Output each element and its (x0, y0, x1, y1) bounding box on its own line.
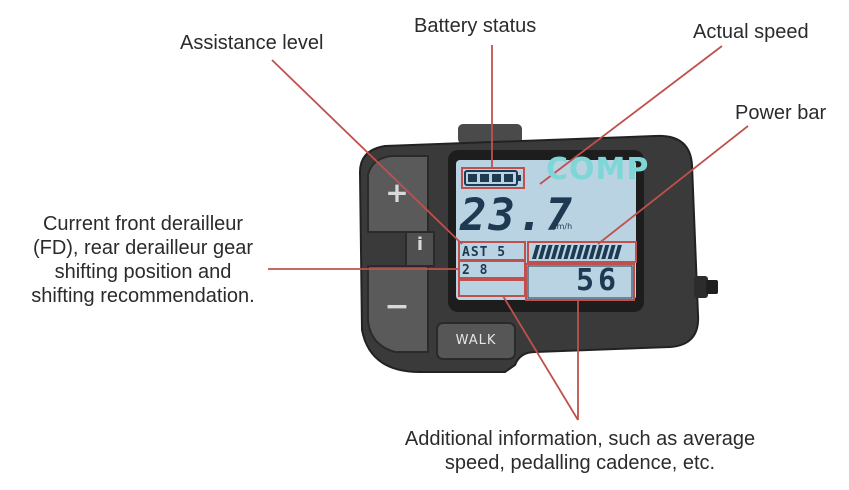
speed-unit: km/h (552, 222, 573, 231)
gear-readout: 2 8 (462, 263, 489, 278)
button-plus[interactable] (367, 155, 429, 233)
plus-icon[interactable]: + (385, 176, 409, 209)
brand-logo: COMP (546, 152, 650, 187)
button-walk[interactable] (436, 322, 516, 360)
power-segment (588, 245, 597, 259)
battery-segment (480, 174, 489, 182)
power-segment (544, 245, 553, 259)
battery-segment (468, 174, 477, 182)
info-box (527, 265, 633, 299)
label-additional-info-line: Additional information, such as average (404, 428, 756, 450)
callout-line-extra-a (502, 295, 579, 421)
battery-tip (517, 175, 521, 181)
side-connector (694, 276, 708, 298)
power-segment (538, 245, 547, 259)
callout-line-assist (271, 59, 463, 245)
power-segment (595, 245, 603, 259)
label-battery-status: Battery status (414, 15, 537, 37)
callout-box-power (527, 241, 637, 263)
info-icon[interactable]: i (416, 234, 424, 255)
label-derailleur-line: shifting position and (54, 261, 232, 283)
callout-line-speed (539, 45, 723, 185)
battery-bars (468, 174, 513, 182)
callout-box-battery (461, 167, 525, 189)
speed-readout: 23.7 (460, 190, 574, 241)
label-power-bar: Power bar (735, 102, 827, 124)
power-segment (613, 245, 622, 259)
power-segment (576, 245, 585, 259)
info-readout: 56 (576, 263, 621, 298)
assist-readout: AST 5 (462, 245, 507, 260)
power-segment (557, 245, 566, 259)
connector-tip (706, 280, 718, 294)
button-info[interactable] (405, 231, 435, 267)
label-additional-info-line: speed, pedalling cadence, etc. (444, 452, 716, 474)
power-segment (582, 245, 591, 259)
label-assistance-level: Assistance level (180, 32, 324, 54)
power-segment (532, 245, 540, 259)
label-additional-info: Additional information, such as average … (360, 427, 800, 475)
power-segment (569, 245, 578, 259)
callout-box-info (525, 263, 635, 301)
power-segment (563, 245, 572, 259)
power-segment (550, 245, 559, 259)
button-minus[interactable] (367, 265, 429, 353)
walk-button-label[interactable]: WALK (455, 333, 497, 348)
callout-line-power (597, 125, 749, 245)
label-actual-speed: Actual speed (693, 21, 809, 43)
label-derailleur-line: shifting recommendation. (31, 285, 255, 307)
power-segment (607, 245, 616, 259)
label-derailleur-line: (FD), rear derailleur gear (32, 237, 254, 259)
power-bar (532, 245, 622, 259)
mount-tab (458, 124, 522, 144)
power-segment (601, 245, 610, 259)
label-derailleur: Current front derailleur (FD), rear dera… (2, 212, 284, 308)
battery-segment (492, 174, 501, 182)
battery-segment (504, 174, 513, 182)
label-derailleur-line: Current front derailleur (42, 213, 244, 235)
minus-icon[interactable]: − (384, 289, 410, 324)
